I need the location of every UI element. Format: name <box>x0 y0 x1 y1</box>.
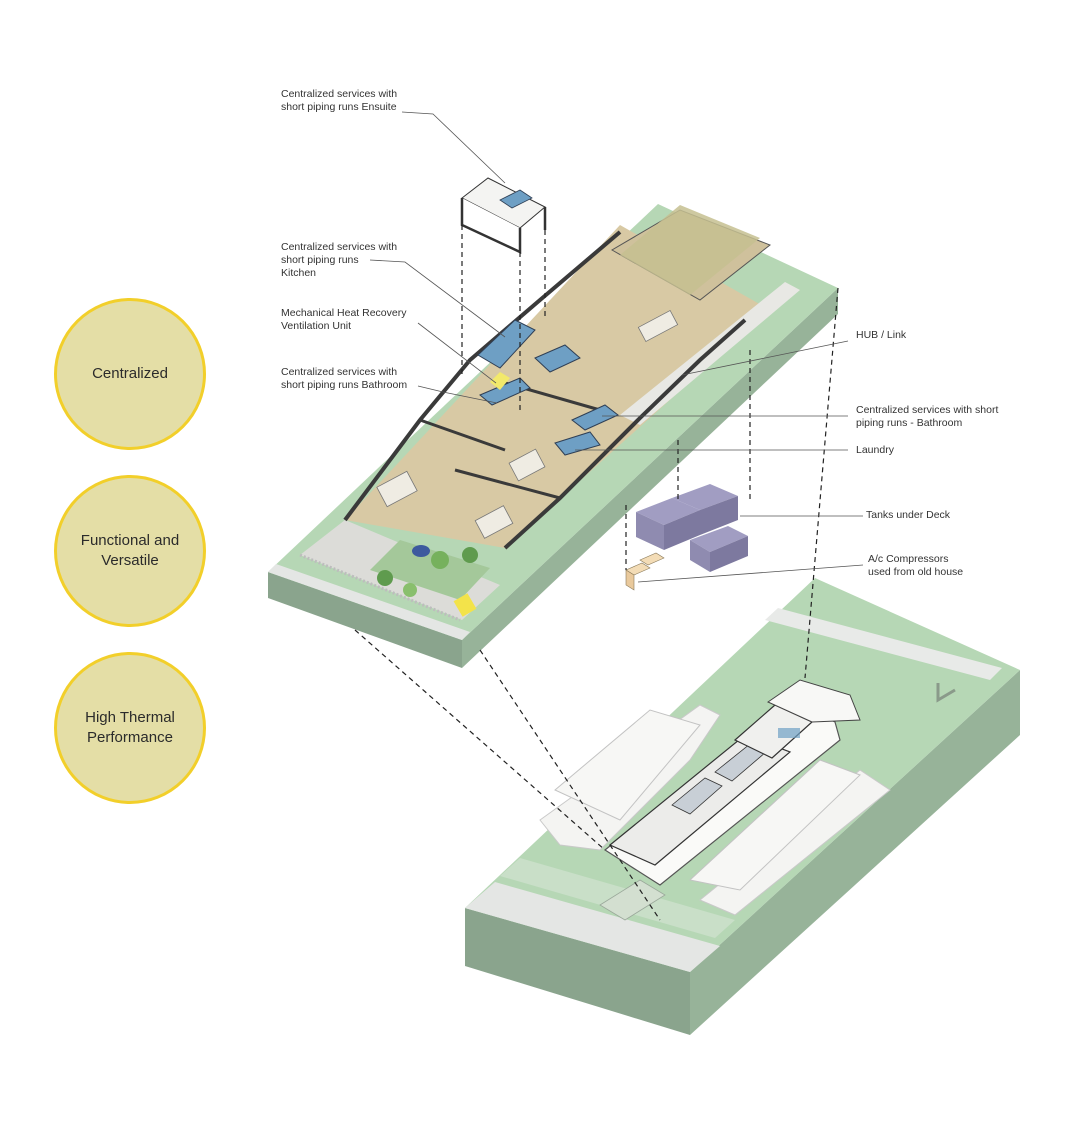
house-walls-left <box>343 230 622 522</box>
leader-hub <box>681 340 849 376</box>
planting-3 <box>462 547 478 563</box>
callout-hub: HUB / Link <box>856 329 907 341</box>
ensuite-module <box>460 177 547 254</box>
bathroom-right-services <box>571 404 619 431</box>
callout-mhrv: Mechanical Heat Recovery Ventilation Uni… <box>281 307 407 332</box>
bin-marker <box>453 593 477 617</box>
principle-centralized: Centralized <box>54 298 206 450</box>
tank-3-front <box>710 536 748 572</box>
laundry-services <box>554 431 601 456</box>
ensuite-services <box>499 189 533 209</box>
principle-functional-versatile: Functional and Versatile <box>54 475 206 627</box>
rear-pavilion-roof <box>620 205 760 295</box>
kitchen-island <box>534 344 581 373</box>
ground-floor-plan-model <box>268 204 838 668</box>
tank-2-front <box>700 496 738 535</box>
front-garden <box>599 879 666 921</box>
water-tank-garden <box>412 545 430 557</box>
callout-compressors: A/c Compressors used from old house <box>868 553 964 578</box>
rear-pavilion-services <box>778 728 800 738</box>
bed-2 <box>474 505 514 539</box>
callout-kitchen: Centralized services with short piping r… <box>281 241 398 279</box>
rear-lane <box>765 608 1002 680</box>
principle-functional-versatile-label: Functional and Versatile <box>80 532 180 569</box>
leader-bathroom-left <box>417 385 498 404</box>
neighbour-house-right-roof <box>688 759 861 891</box>
plan-footpath <box>268 564 470 640</box>
plan-slab-front-side <box>462 288 838 668</box>
front-fence <box>299 553 461 622</box>
street-footpath <box>465 882 720 972</box>
rear-pavilion <box>766 679 861 723</box>
compressor-2 <box>639 552 665 566</box>
mhrv-unit <box>490 372 510 390</box>
principle-high-thermal-performance-label: High Thermal Performance <box>85 709 175 746</box>
internal-wall-1 <box>419 418 506 452</box>
leader-kitchen <box>369 259 506 338</box>
house-walls-right <box>503 318 747 550</box>
solar-panels-1 <box>671 777 723 815</box>
leader-mhrv <box>417 322 497 384</box>
tank-3 <box>690 526 748 552</box>
tank-3-side <box>690 540 710 572</box>
house-floor <box>345 225 770 548</box>
tanks-under-deck <box>636 484 748 572</box>
sofa <box>637 309 679 343</box>
leader-lines <box>369 111 864 583</box>
planting-4 <box>403 583 417 597</box>
tank-1-side <box>636 512 664 550</box>
site-context-model <box>465 578 1020 1035</box>
tank-2 <box>672 484 738 510</box>
site-slab-front-side <box>690 670 1020 1035</box>
ensuite-walls <box>460 198 522 254</box>
north-marker <box>936 683 956 703</box>
leader-ensuite <box>401 111 506 184</box>
callout-ensuite: Centralized services with short piping r… <box>281 88 398 113</box>
front-garden-beds <box>370 540 490 600</box>
tank-1 <box>636 498 700 525</box>
callout-bathroom-left: Centralized services with short piping r… <box>281 366 408 391</box>
kitchen-services <box>477 319 536 369</box>
callout-bathroom-right: Centralized services with short piping r… <box>856 404 999 429</box>
planting-2 <box>431 551 449 569</box>
tank-1-front <box>664 510 700 550</box>
site-slab-left-side <box>465 908 690 1035</box>
ac-compressors <box>625 552 665 591</box>
internal-wall-2 <box>454 468 561 500</box>
bathroom-left-services <box>479 377 531 406</box>
plan-slab-left-side <box>268 572 462 668</box>
bed-3 <box>508 448 546 482</box>
projection-lines <box>354 225 839 921</box>
callout-tanks: Tanks under Deck <box>866 509 951 521</box>
bed-1 <box>376 470 418 508</box>
callout-laundry: Laundry <box>856 444 894 456</box>
leader-compressors <box>637 564 864 583</box>
principle-high-thermal-performance: High Thermal Performance <box>54 652 206 804</box>
compressor-1-front <box>625 569 635 591</box>
principle-centralized-label: Centralized <box>92 365 168 382</box>
neighbour-house-left-roof <box>554 709 701 821</box>
planting-1 <box>377 570 393 586</box>
